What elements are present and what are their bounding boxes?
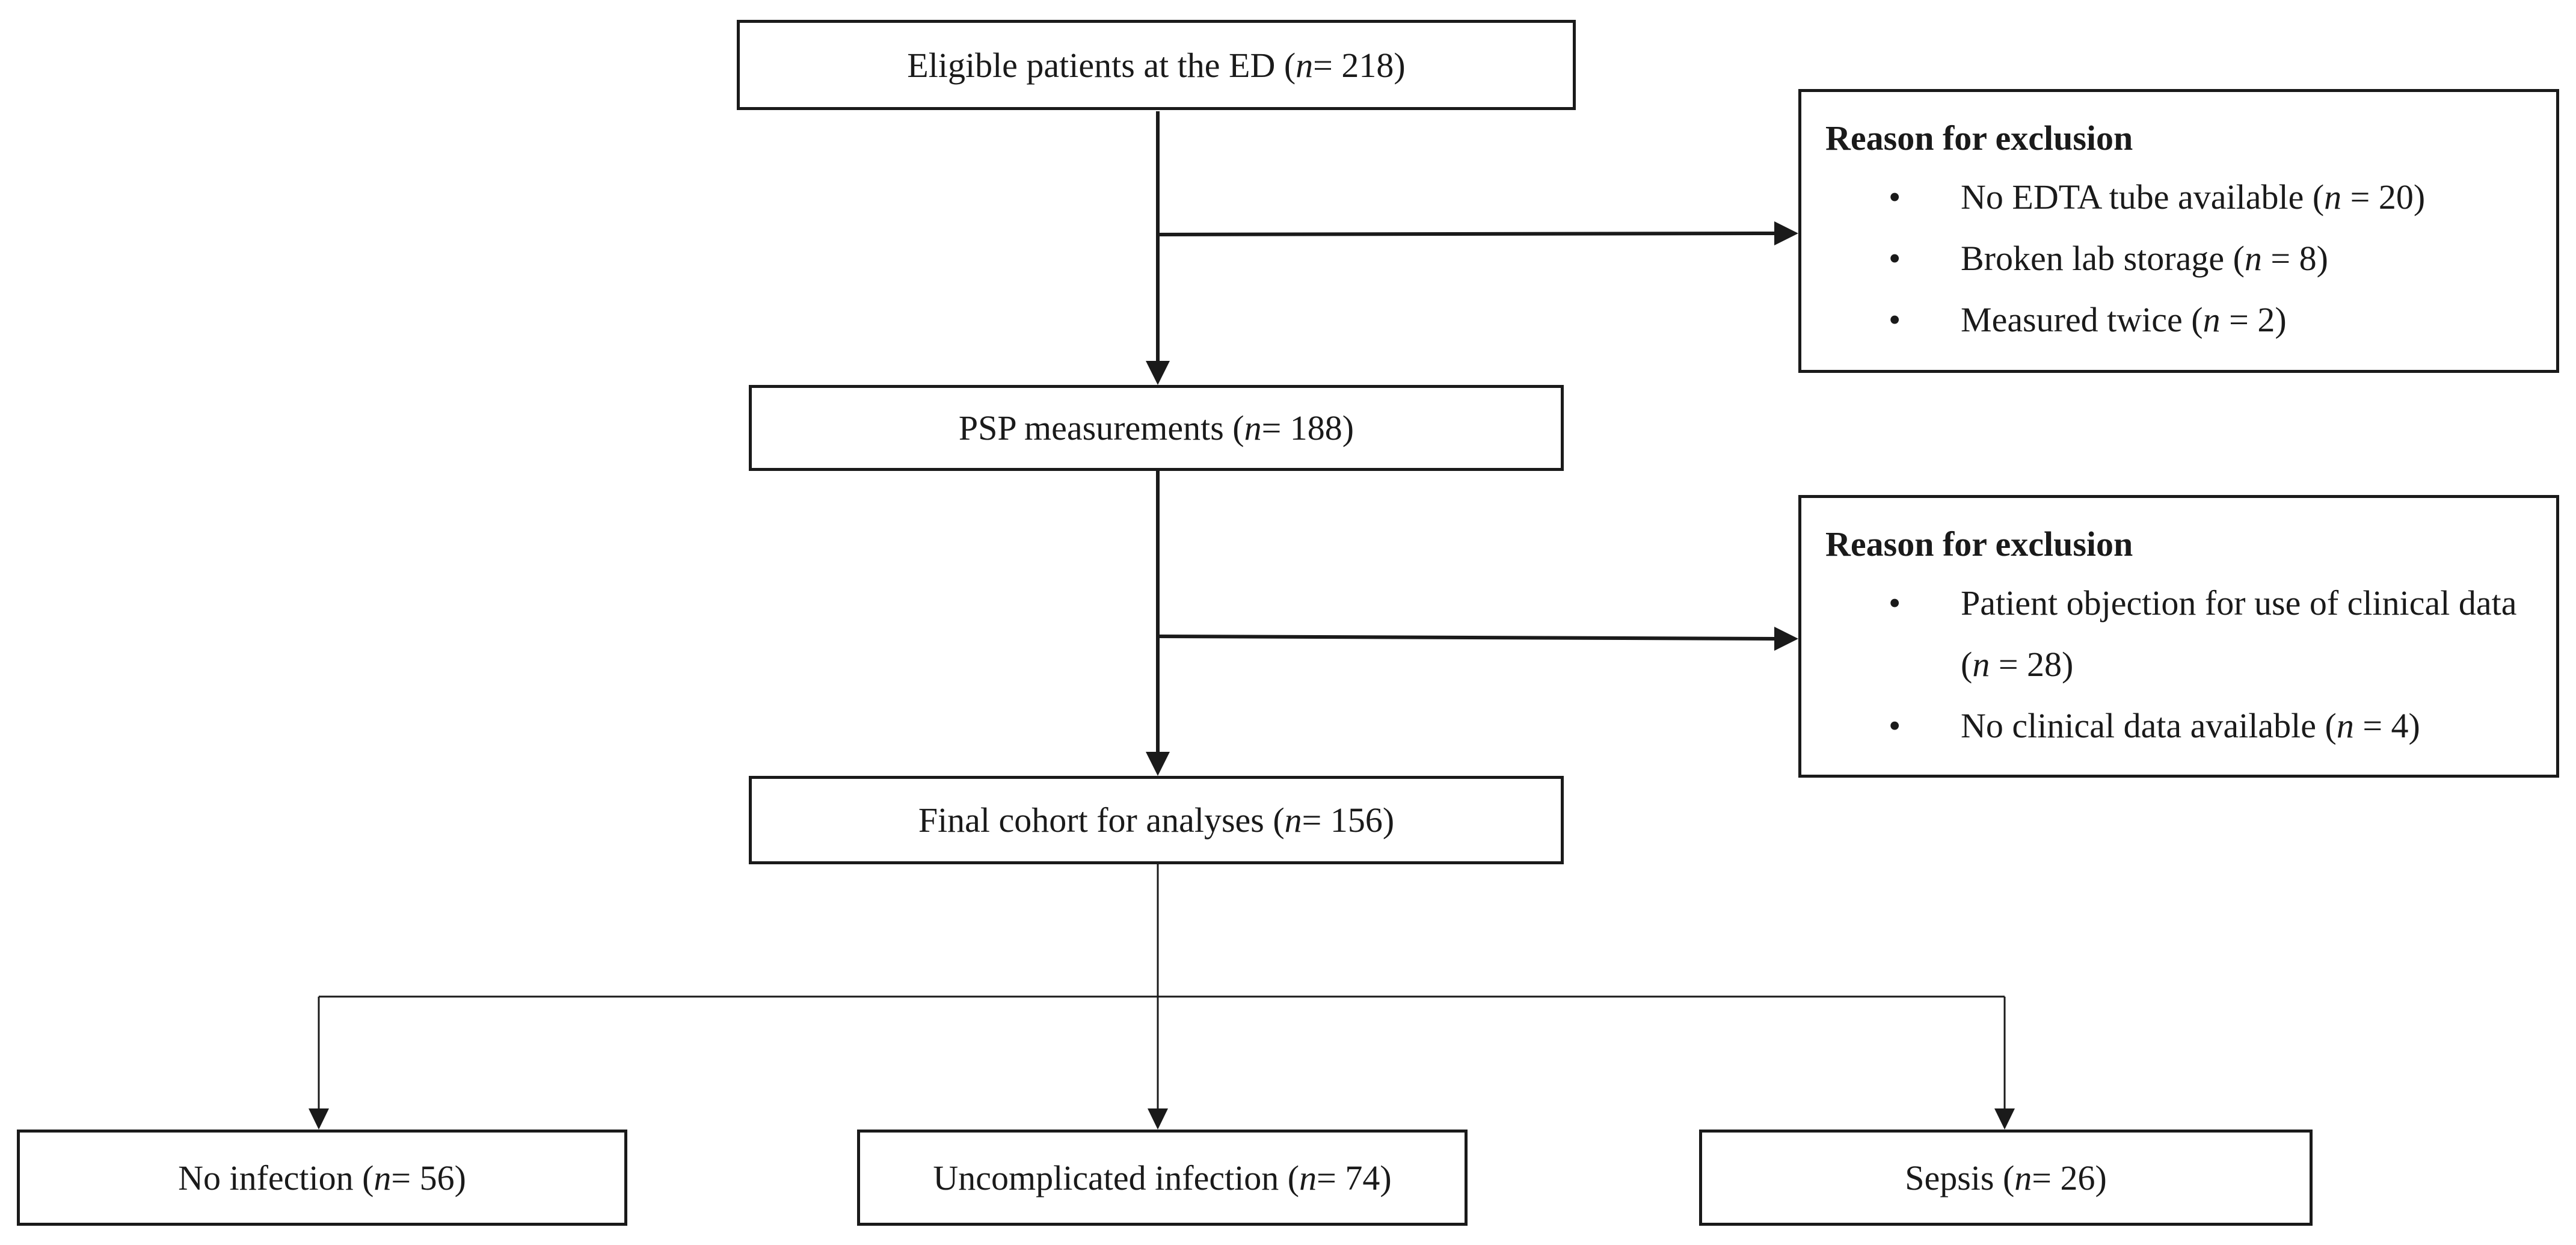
exclusion-1-item-n-symbol: n: [2244, 239, 2262, 278]
psp-measurements-box: PSP measurements (n = 188): [749, 385, 1564, 471]
final-cohort-box: Final cohort for analyses (n = 156): [749, 776, 1564, 864]
exclusion-1-item-text: Measured twice (: [1961, 300, 2203, 339]
final-label: Final cohort for analyses (: [918, 801, 1285, 840]
bullet-icon: •: [1889, 583, 1901, 622]
exclusion-2-item-n-value: = 28): [1990, 645, 2074, 684]
psp-n-value: = 188): [1261, 408, 1354, 447]
bullet-icon: •: [1889, 706, 1901, 745]
eligible-n-symbol: n: [1296, 45, 1314, 85]
eligible-patients-box: Eligible patients at the ED (n = 218): [737, 20, 1576, 110]
uncomplicated-label: Uncomplicated infection (: [933, 1158, 1300, 1197]
exclusion-2-item-n-symbol: n: [2336, 706, 2354, 745]
arrowhead-uncomplicated: [1148, 1108, 1168, 1130]
no-infection-box: No infection (n = 56): [17, 1130, 627, 1226]
arrowhead-exclusion-2: [1774, 627, 1798, 651]
no-infection-n-value: = 56): [391, 1158, 466, 1197]
eligible-label: Eligible patients at the ED (: [907, 45, 1296, 85]
exclusion-1-item-text: No EDTA tube available (: [1961, 177, 2325, 217]
arrow-to-exclusion-2: [1157, 635, 1775, 641]
no-infection-n-symbol: n: [373, 1158, 392, 1197]
exclusion-1-item: • Measured twice (n = 2): [1825, 289, 2532, 351]
exclusion-2-list: • Patient objection for use of clinical d…: [1825, 573, 2532, 757]
bullet-icon: •: [1889, 300, 1901, 339]
bullet-icon: •: [1889, 177, 1901, 217]
arrowhead-psp: [1146, 361, 1170, 385]
arrow-to-exclusion-1: [1157, 232, 1775, 236]
exclusion-2-item-text: No clinical data available (: [1961, 706, 2337, 745]
arrowhead-final: [1146, 752, 1170, 776]
sepsis-box: Sepsis (n = 26): [1699, 1130, 2313, 1226]
exclusion-1-title: Reason for exclusion: [1825, 118, 2133, 158]
exclusion-1-item: • Broken lab storage (n = 8): [1825, 228, 2532, 289]
exclusion-1-item: • No EDTA tube available (n = 20): [1825, 167, 2532, 228]
arrowhead-no-infection: [309, 1108, 329, 1130]
sepsis-label: Sepsis (: [1905, 1158, 2015, 1197]
exclusion-1-item-n-value: = 20): [2341, 177, 2426, 217]
eligible-n-value: = 218): [1313, 45, 1406, 85]
exclusion-2-item-n-value: = 4): [2353, 706, 2420, 745]
bullet-icon: •: [1889, 239, 1901, 278]
exclusion-box-1: Reason for exclusion • No EDTA tube avail…: [1798, 89, 2559, 373]
exclusion-1-list: •No EDTA tube available (n = 20) •Broken…: [1825, 167, 2532, 351]
exclusion-2-item: • No clinical data available (n = 4): [1825, 695, 2532, 757]
psp-n-symbol: n: [1244, 408, 1262, 447]
exclusion-1-item-n-value: = 2): [2220, 300, 2287, 339]
final-n-value: = 156): [1302, 801, 1395, 840]
arrowhead-sepsis: [1994, 1108, 2015, 1130]
exclusion-1-item-text: Broken lab storage (: [1961, 239, 2245, 278]
sepsis-n-symbol: n: [2014, 1158, 2032, 1197]
psp-label: PSP measurements (: [958, 408, 1244, 447]
uncomplicated-n-symbol: n: [1299, 1158, 1317, 1197]
no-infection-label: No infection (: [178, 1158, 374, 1197]
arrowhead-exclusion-1: [1774, 221, 1798, 245]
exclusion-1-item-n-value: = 8): [2261, 239, 2328, 278]
uncomplicated-infection-box: Uncomplicated infection (n = 74): [857, 1130, 1468, 1226]
exclusion-2-item-n-symbol: n: [1972, 645, 1990, 684]
exclusion-2-item: • Patient objection for use of clinical d…: [1825, 573, 2532, 695]
final-n-symbol: n: [1284, 801, 1302, 840]
exclusion-2-item-text: Patient objection for use of clinical da…: [1961, 583, 2517, 684]
sepsis-n-value: = 26): [2032, 1158, 2107, 1197]
exclusion-1-item-n-symbol: n: [2324, 177, 2342, 217]
exclusion-1-item-n-symbol: n: [2203, 300, 2221, 339]
uncomplicated-n-value: = 74): [1317, 1158, 1392, 1197]
exclusion-box-2: Reason for exclusion • Patient objection …: [1798, 495, 2559, 778]
exclusion-2-title: Reason for exclusion: [1825, 524, 2133, 564]
